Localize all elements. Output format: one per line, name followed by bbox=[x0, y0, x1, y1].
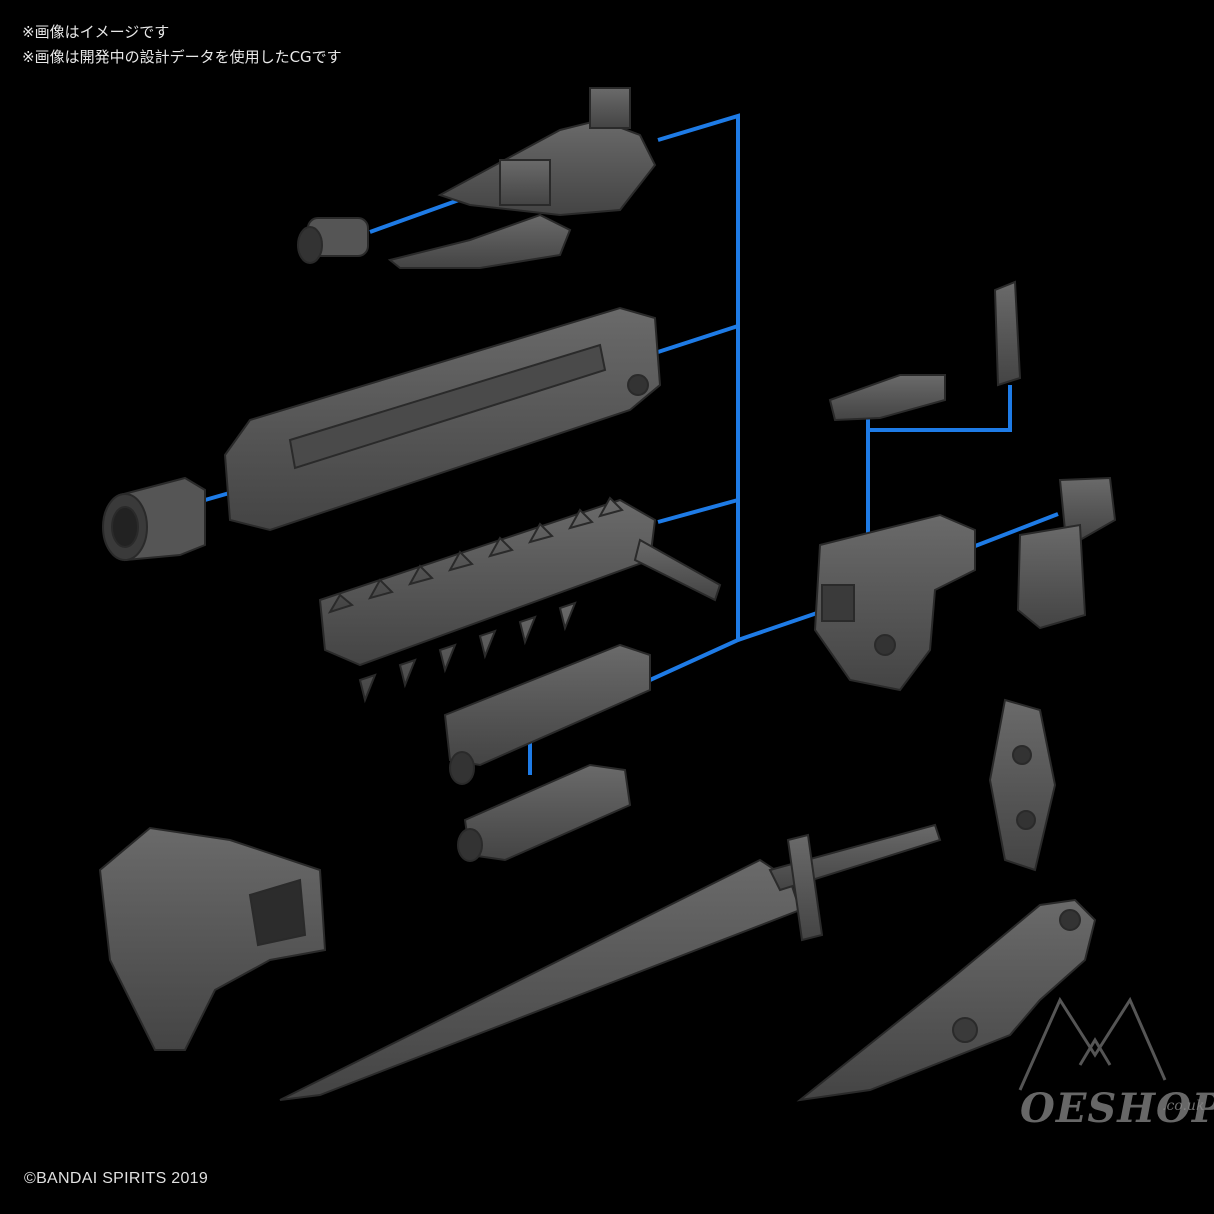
watermark-suffix: .co.uk bbox=[1162, 1098, 1205, 1114]
blade-attachment-part bbox=[387, 87, 657, 269]
short-barrel-part bbox=[443, 643, 651, 785]
watermark-emblem bbox=[1018, 996, 1167, 1091]
watermark-text: OESHOP bbox=[1020, 1085, 1214, 1132]
stock-part bbox=[1016, 476, 1117, 630]
sight-rail-part bbox=[828, 374, 946, 422]
helmet-part bbox=[98, 826, 327, 1051]
dagger-part bbox=[796, 898, 1097, 1102]
scope-part bbox=[457, 763, 632, 862]
copyright-text: ©BANDAI SPIRITS 2019 bbox=[24, 1170, 209, 1187]
small-cylinder-part bbox=[297, 217, 369, 264]
hex-plate-part bbox=[988, 698, 1057, 872]
disclaimer-notes: ※画像はイメージです ※画像は開発中の設計データを使用したCGです bbox=[22, 20, 342, 70]
handgun-part bbox=[813, 513, 976, 692]
long-sword-part bbox=[279, 823, 942, 1101]
grip-piece-part bbox=[993, 280, 1022, 387]
muzzle-cap-part bbox=[102, 476, 206, 562]
chainsaw-part bbox=[318, 496, 722, 704]
note-line-1: ※画像はイメージです bbox=[22, 23, 170, 41]
note-line-2: ※画像は開発中の設計データを使用したCGです bbox=[22, 48, 342, 66]
cannon-barrel-part bbox=[223, 306, 662, 532]
